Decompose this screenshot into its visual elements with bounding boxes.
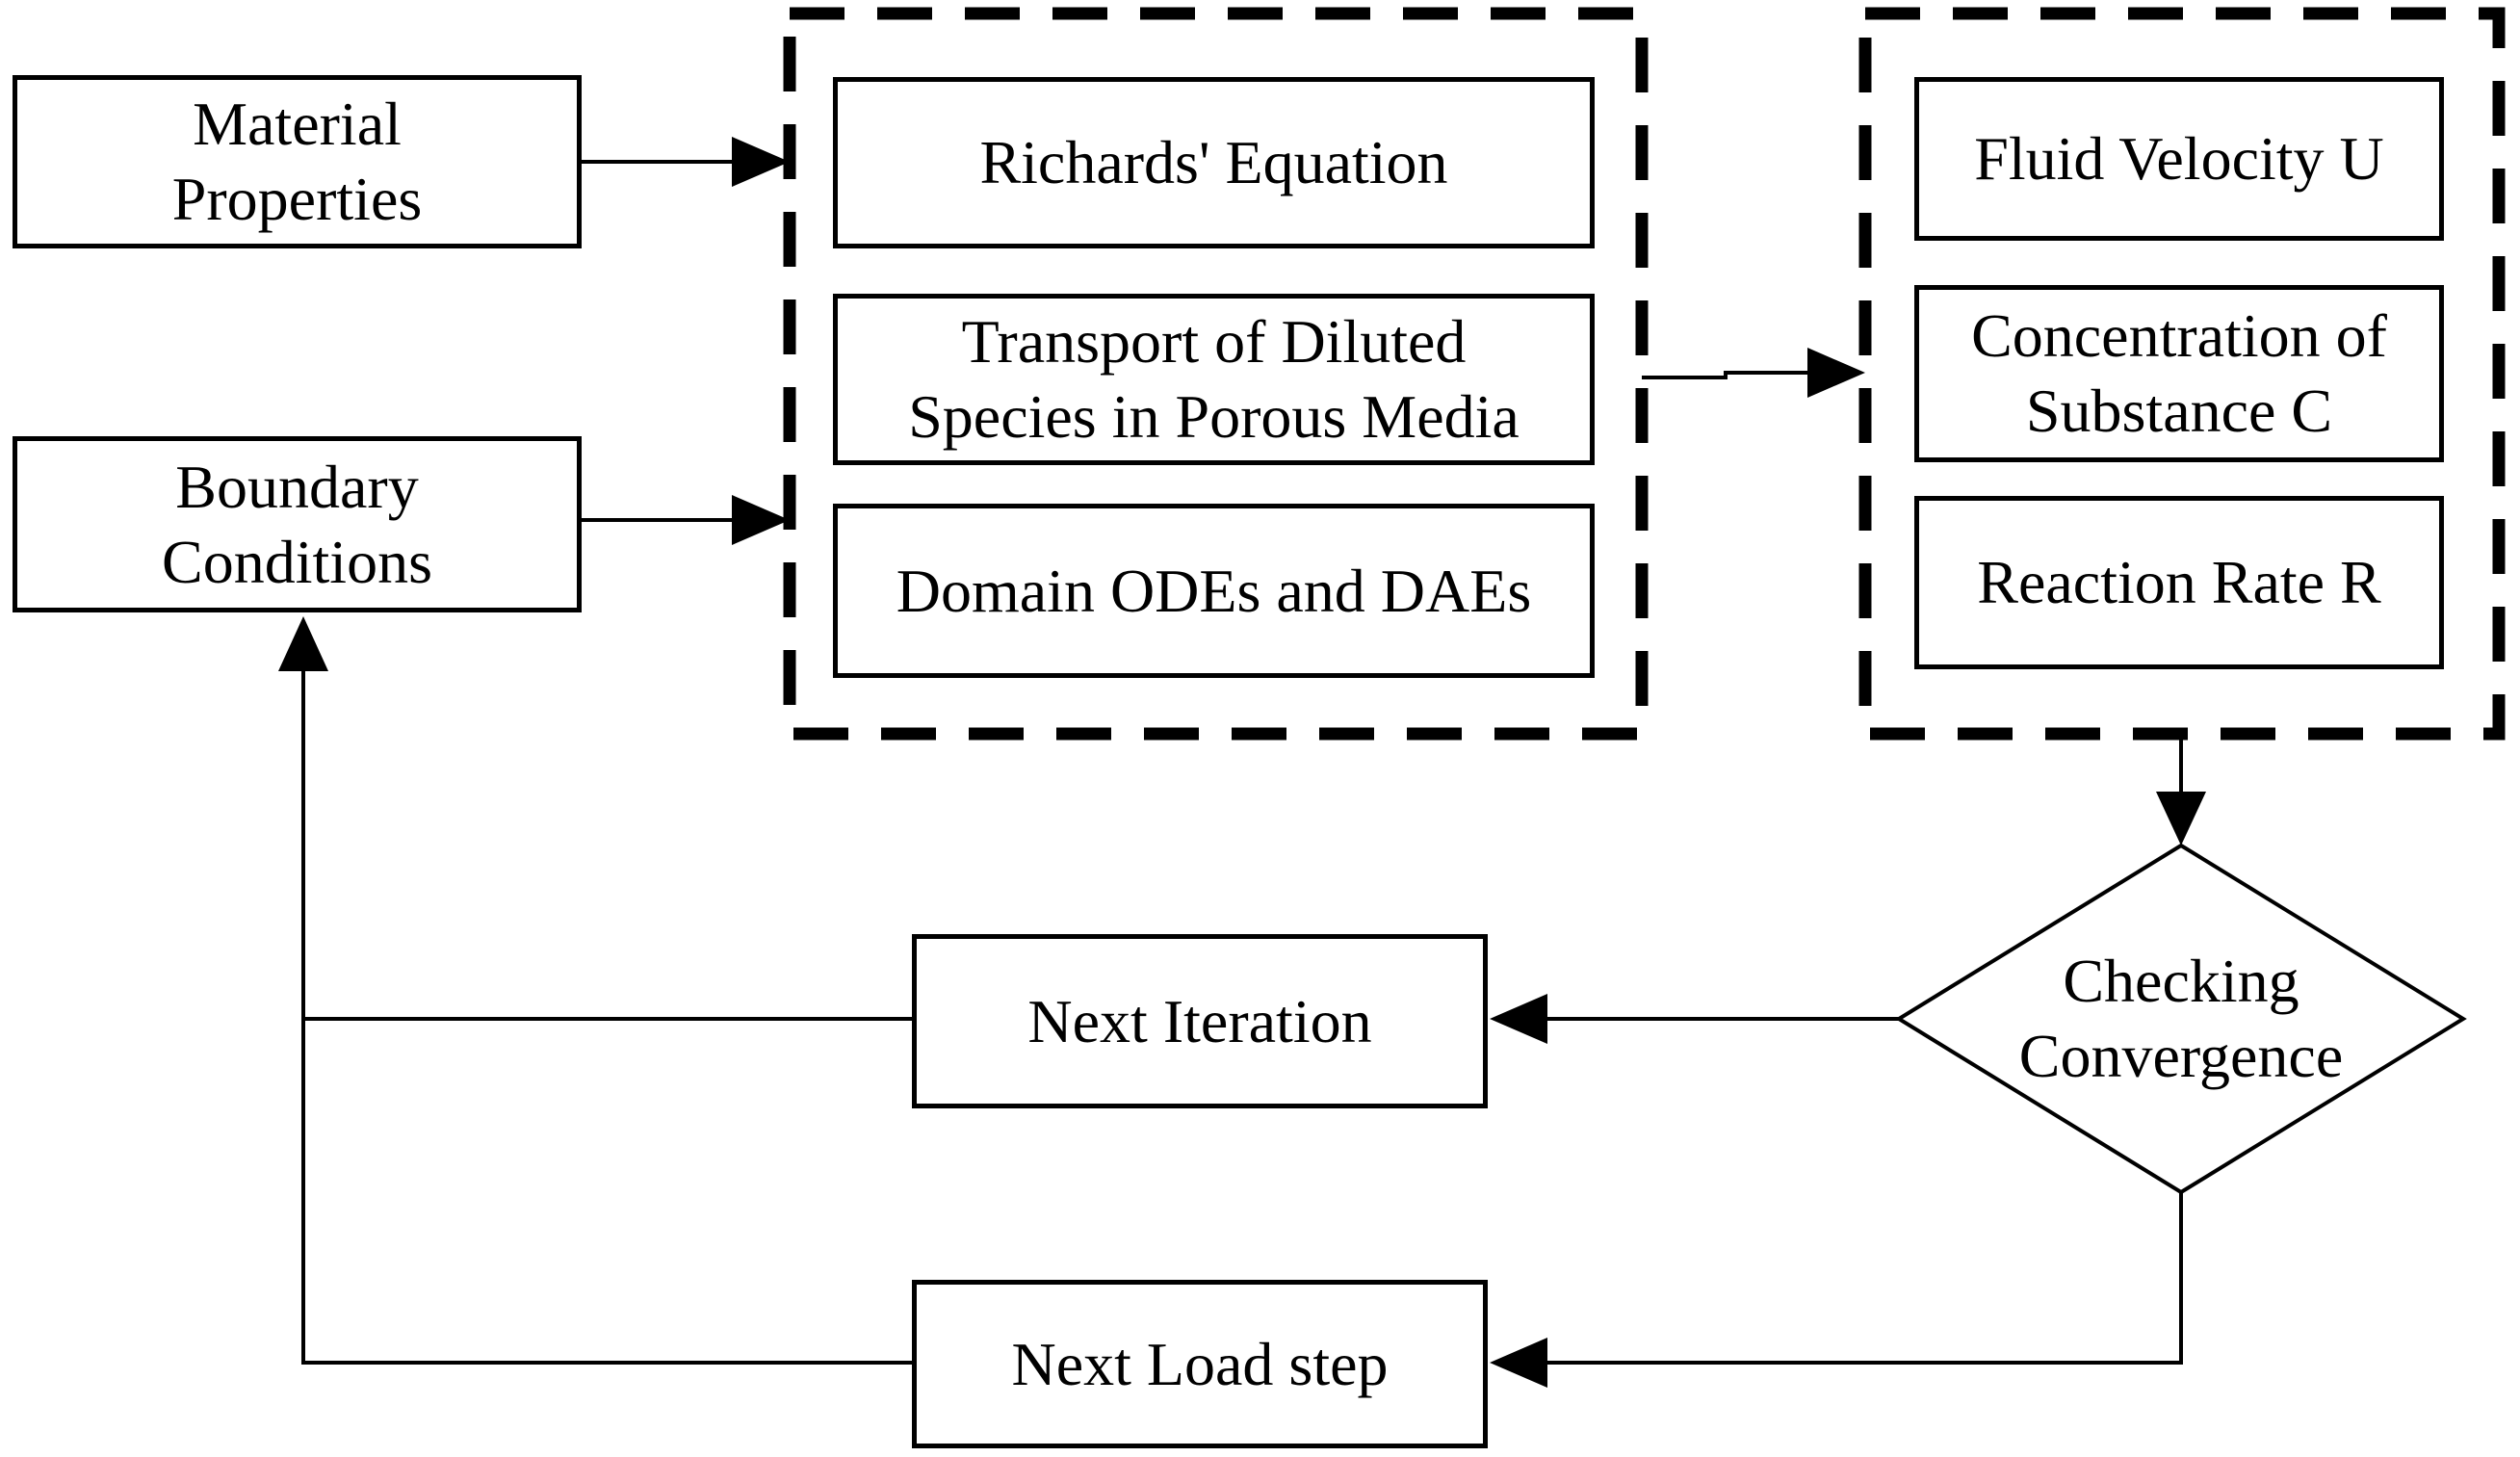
arrow-boundary-to-physics-head-icon	[732, 495, 790, 545]
material-properties-label-line: Properties	[171, 165, 423, 233]
boundary-conditions-label-line: Conditions	[162, 527, 432, 596]
feedback-to-boundary-head-icon	[278, 616, 328, 671]
richards-equation-box: Richards' Equation	[833, 77, 1595, 248]
next-load-step-label-line: Next Load step	[1011, 1329, 1389, 1398]
fluid-velocity-box: Fluid Velocity U	[1914, 77, 2444, 241]
richards-equation-label-line: Richards' Equation	[979, 128, 1448, 196]
material-properties-label-line: Material	[193, 90, 402, 158]
arrow-convergence-to-next-load-head-icon	[1490, 1338, 1547, 1388]
feedback-next-load-rail-line	[301, 666, 912, 1365]
domain-odes-daes-box: Domain ODEs and DAEs	[833, 504, 1595, 678]
arrow-convergence-to-next-load-line	[1543, 1192, 2183, 1365]
checking-convergence-label-line: Convergence	[2018, 1022, 2344, 1090]
checking-convergence-label: Checking Convergence	[1899, 923, 2463, 1115]
boundary-conditions-box: Boundary Conditions	[13, 436, 582, 612]
reaction-rate-label-line: Reaction Rate R	[1977, 548, 2381, 616]
material-properties-box: Material Properties	[13, 75, 582, 248]
transport-diluted-species-label-line: Transport of Diluted	[961, 307, 1467, 376]
fluid-velocity-label-line: Fluid Velocity U	[1974, 124, 2384, 193]
arrow-variables-to-convergence-head-icon	[2156, 792, 2206, 846]
reaction-rate-box: Reaction Rate R	[1914, 496, 2444, 669]
arrow-physics-to-variables-line	[1642, 371, 1812, 379]
transport-diluted-species-box: Transport of Diluted Species in Porous M…	[833, 294, 1595, 465]
arrow-material-to-physics-head-icon	[732, 137, 790, 187]
domain-odes-daes-label-line: Domain ODEs and DAEs	[896, 556, 1532, 625]
arrow-physics-to-variables-head-icon	[1807, 348, 1865, 398]
boundary-conditions-label-line: Boundary	[175, 452, 419, 521]
next-iteration-label-line: Next Iteration	[1027, 986, 1372, 1055]
next-load-step-box: Next Load step	[912, 1280, 1488, 1448]
transport-diluted-species-label-line: Species in Porous Media	[908, 382, 1520, 451]
concentration-substance-label-line: Substance C	[2025, 377, 2333, 445]
next-iteration-box: Next Iteration	[912, 934, 1488, 1108]
concentration-substance-box: Concentration of Substance C	[1914, 285, 2444, 462]
checking-convergence-label-line: Checking	[2063, 947, 2299, 1015]
concentration-substance-label-line: Concentration of	[1971, 301, 2387, 370]
arrow-convergence-to-next-iteration-head-icon	[1490, 994, 1547, 1044]
